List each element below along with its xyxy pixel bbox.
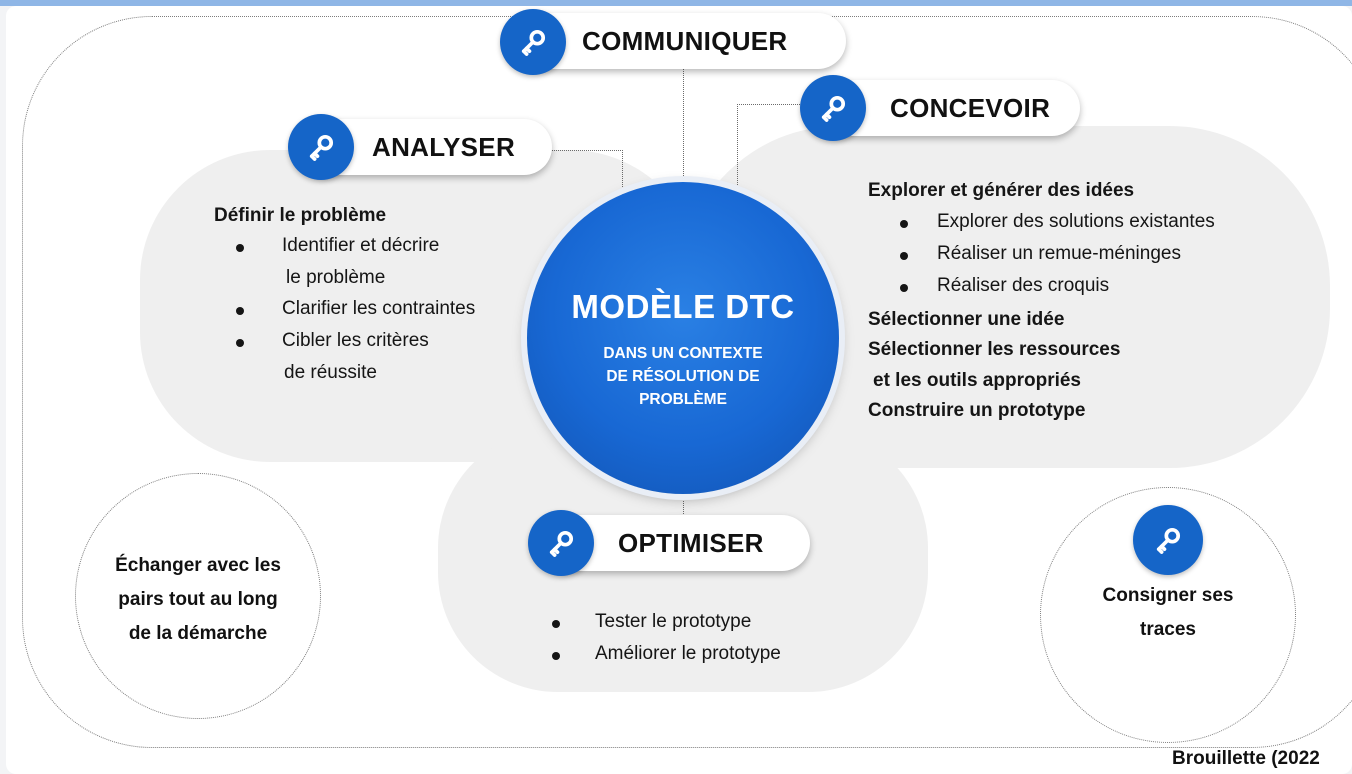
- stage-concevoir-label: CONCEVOIR: [890, 92, 1051, 123]
- traces-circle: [1040, 487, 1296, 743]
- connector-communiquer: [683, 66, 684, 184]
- optimiser-item: Tester le prototype: [595, 611, 752, 632]
- key-icon: [288, 114, 354, 180]
- bullet: [552, 652, 560, 660]
- analyser-item: Identifier et décrire: [282, 235, 440, 256]
- traces-line: Consigner ses: [1102, 585, 1234, 606]
- connector-concevoir: [737, 104, 802, 193]
- concevoir-heading: Explorer et générer des idées: [868, 180, 1135, 201]
- optimiser-item: Améliorer le prototype: [595, 643, 781, 664]
- stage-optimiser-label: OPTIMISER: [618, 527, 764, 558]
- bullet: [552, 620, 560, 628]
- analyser-item-cont: le problème: [286, 267, 386, 288]
- concevoir-item: Explorer des solutions existantes: [937, 211, 1215, 232]
- bullet: [236, 339, 244, 347]
- connector-optimiser: [683, 490, 684, 518]
- key-icon: [1133, 505, 1203, 575]
- concevoir-step: et les outils appropriés: [873, 370, 1081, 391]
- stage-communiquer-label: COMMUNIQUER: [582, 25, 788, 56]
- concevoir-item: Réaliser des croquis: [937, 275, 1110, 296]
- peer-exchange-line: de la démarche: [128, 623, 268, 644]
- center-subtitle: DANS UN CONTEXTE DE RÉSOLUTION DE PROBLÈ…: [603, 345, 763, 408]
- analyser-item: Cibler les critères: [282, 330, 429, 351]
- credit-text: Brouillette (2022: [1172, 748, 1320, 769]
- bullet: [236, 244, 244, 252]
- bullet: [900, 220, 908, 228]
- bullet: [900, 252, 908, 260]
- concevoir-step: Sélectionner une idée: [868, 309, 1065, 330]
- analyser-item-cont: de réussite: [284, 362, 377, 383]
- traces-line: traces: [1140, 619, 1196, 640]
- key-icon: [500, 9, 566, 75]
- key-icon: [800, 75, 866, 141]
- concevoir-step: Construire un prototype: [868, 400, 1086, 421]
- stage-optimiser: OPTIMISER: [540, 515, 810, 571]
- peer-exchange-circle: [75, 473, 321, 719]
- connector-analyser: [552, 150, 623, 197]
- concevoir-item: Réaliser un remue-méninges: [937, 243, 1181, 264]
- peer-exchange-line: pairs tout au long: [118, 589, 278, 610]
- center-model-circle: MODÈLE DTC DANS UN CONTEXTE DE RÉSOLUTIO…: [527, 182, 839, 494]
- bullet: [900, 284, 908, 292]
- center-title: MODÈLE DTC: [571, 288, 795, 325]
- top-border: [0, 0, 1352, 6]
- stage-communiquer: COMMUNIQUER: [514, 13, 846, 69]
- analyser-heading: Définir le problème: [214, 205, 387, 226]
- key-icon: [528, 510, 594, 576]
- peer-exchange-line: Échanger avec les: [115, 555, 281, 576]
- stage-analyser-label: ANALYSER: [372, 131, 516, 162]
- analyser-item: Clarifier les contraintes: [282, 298, 476, 319]
- bullet: [236, 307, 244, 315]
- concevoir-step: Sélectionner les ressources: [868, 339, 1121, 360]
